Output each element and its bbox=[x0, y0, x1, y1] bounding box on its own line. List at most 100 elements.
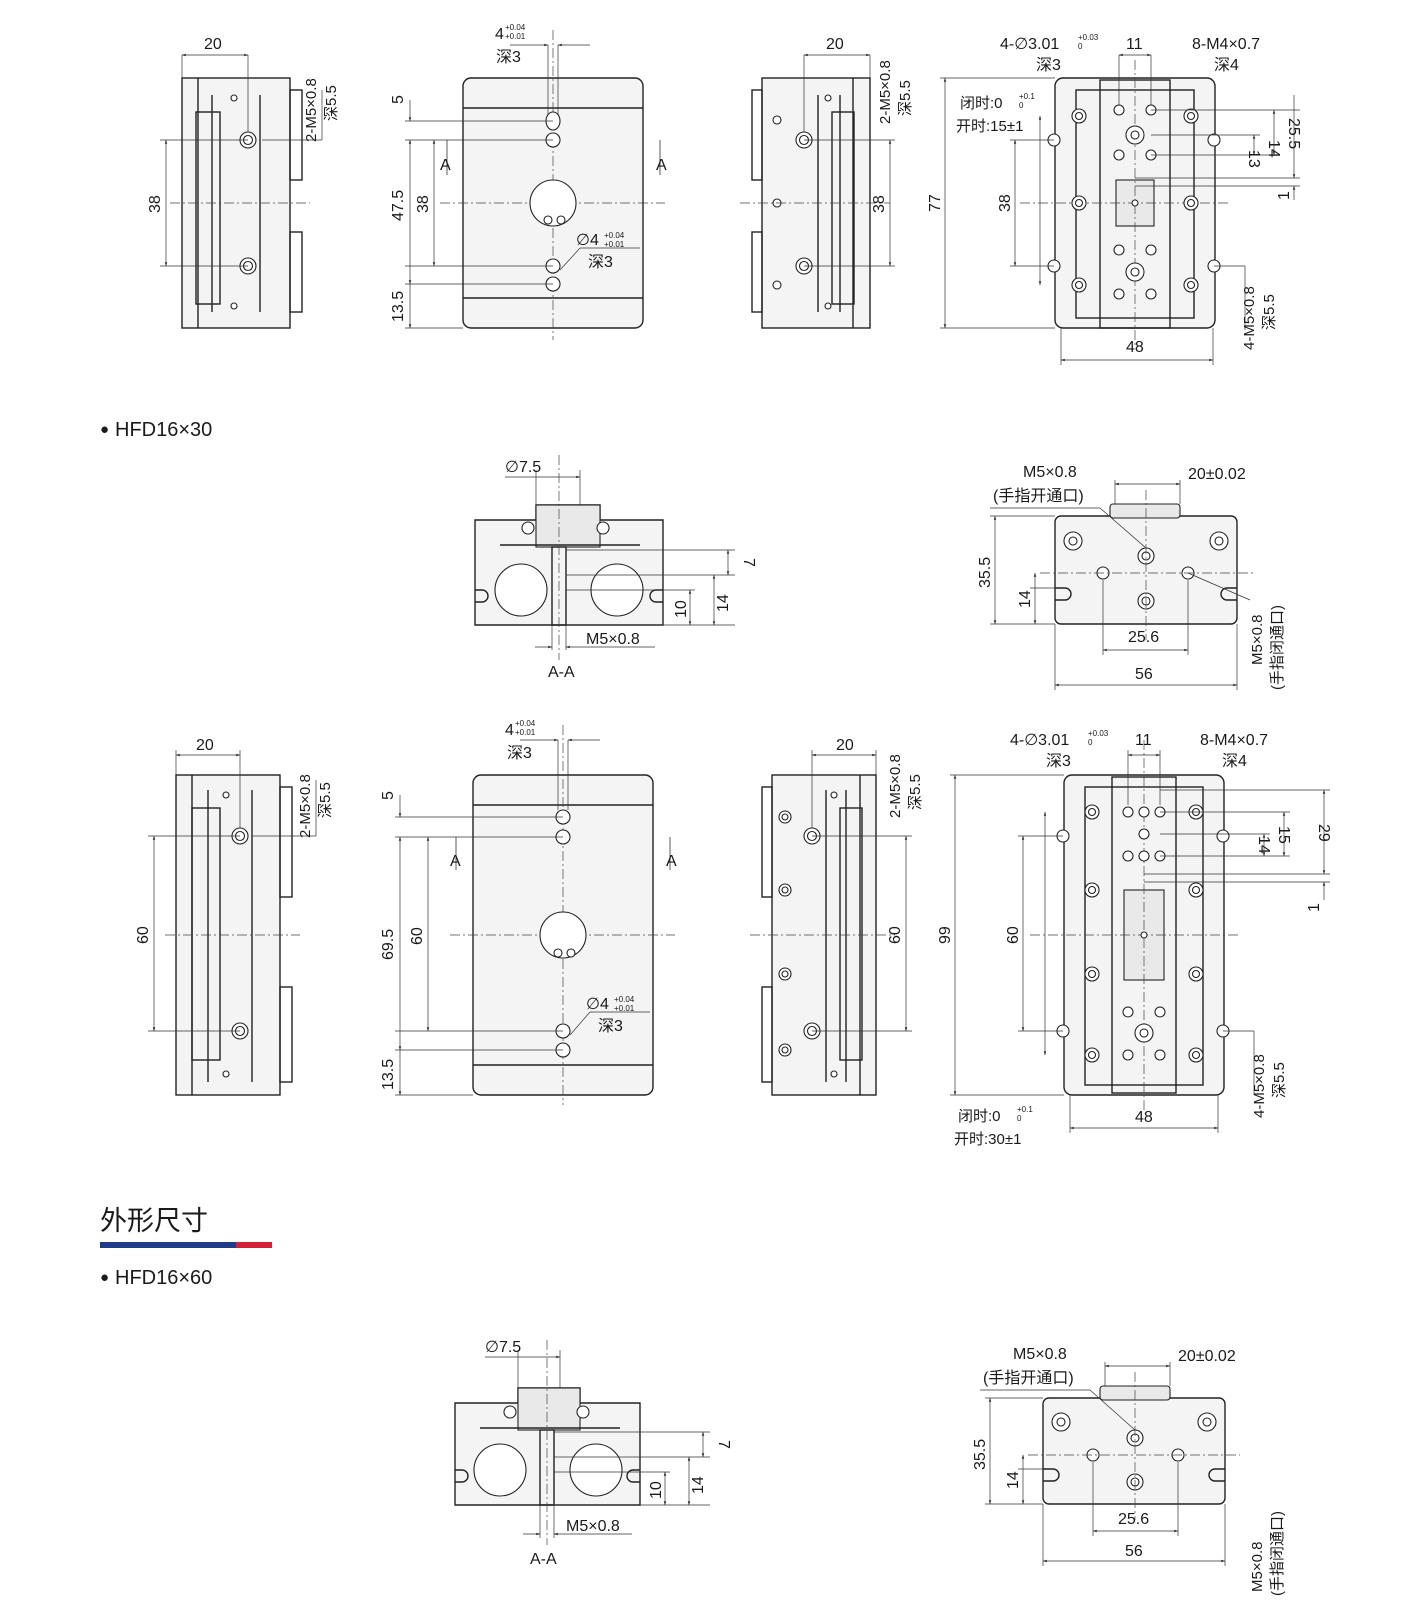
dim-phi301-tol0: 0 bbox=[1078, 42, 1083, 51]
dim-13-5: 13.5 bbox=[390, 291, 407, 322]
dim-25-6-60: 25.6 bbox=[1118, 1511, 1149, 1528]
dim-14-section: 14 bbox=[715, 594, 732, 612]
dim-depth-5-5-60: 深5.5 bbox=[317, 782, 334, 818]
dim-depth-5-5-right: 深5.5 bbox=[897, 80, 914, 116]
dim-tol-minus: +0.01 bbox=[505, 32, 526, 41]
dim-depth-3-60: 深3 bbox=[507, 744, 532, 762]
section-marker-a-right: A bbox=[656, 157, 667, 174]
hfd16x60-side-view-left bbox=[148, 750, 317, 1096]
model-bullet-16x60: ● bbox=[100, 1269, 109, 1286]
dim-35-5-60: 35.5 bbox=[972, 1439, 989, 1470]
hfd16x30-front-view bbox=[405, 30, 665, 340]
dim-phi7-5-60: ∅7.5 bbox=[485, 1339, 521, 1356]
dim-8-m4-depth: 深4 bbox=[1214, 56, 1239, 74]
dim-open-15: 开时:15±1 bbox=[956, 118, 1023, 135]
dim-14-60: 14 bbox=[1255, 836, 1272, 854]
dim-open-30: 开时:30±1 bbox=[954, 1131, 1021, 1148]
dim-phi301-depth-60: 深3 bbox=[1046, 752, 1071, 770]
dim-4-phi301: 4-∅3.01 bbox=[1000, 36, 1059, 53]
dim-13-5-60: 13.5 bbox=[380, 1059, 397, 1090]
dim-2-m5-callout: 2-M5×0.8 bbox=[303, 78, 320, 142]
dim-47-5: 47.5 bbox=[390, 190, 407, 221]
dim-phi301-tol: +0.03 bbox=[1078, 33, 1099, 42]
dim-4-m5-depth: 深5.5 bbox=[1261, 294, 1278, 330]
dim-phi301-depth: 深3 bbox=[1036, 56, 1061, 74]
dim-closed-label-60: 闭时:0 bbox=[958, 1108, 1001, 1125]
dim-finger-close-label-60: (手指闭通口) bbox=[1269, 1511, 1286, 1596]
dim-width-20: 20 bbox=[204, 36, 222, 53]
dim-8-m4-depth-60: 深4 bbox=[1222, 752, 1247, 770]
section-marker-a-left: A bbox=[440, 157, 451, 174]
dim-phi4-tol-plus: +0.04 bbox=[604, 231, 625, 240]
section-label-aa: A-A bbox=[548, 664, 575, 681]
dim-phi7-5: ∅7.5 bbox=[505, 459, 541, 476]
dim-7: 7 bbox=[740, 558, 757, 567]
dim-m5-section: M5×0.8 bbox=[586, 631, 640, 648]
dim-48: 48 bbox=[1126, 339, 1144, 356]
dim-20-tol: 20±0.02 bbox=[1188, 466, 1246, 483]
dim-closed-label: 闭时:0 bbox=[960, 95, 1003, 112]
hfd16x60-side-view-right bbox=[750, 750, 912, 1096]
dim-10-60: 10 bbox=[648, 1481, 665, 1499]
dim-phi4-tol-minus-60: +0.01 bbox=[614, 1004, 635, 1013]
dim-finger-close-label: (手指闭通口) bbox=[1269, 605, 1286, 690]
heading-underline-blue bbox=[100, 1242, 236, 1248]
dim-60-left: 60 bbox=[135, 926, 152, 944]
dim-finger-open-label-60: (手指开通口) bbox=[983, 1369, 1074, 1387]
dim-7-60: 7 bbox=[715, 1440, 732, 1449]
dim-15: 15 bbox=[1275, 826, 1292, 844]
dim-m5-finger-open: M5×0.8 bbox=[1023, 464, 1077, 481]
dim-tol-plus: +0.04 bbox=[505, 23, 526, 32]
dim-56-60: 56 bbox=[1125, 1543, 1143, 1560]
dim-38-top: 38 bbox=[997, 194, 1014, 212]
section-marker-a-left-60: A bbox=[450, 853, 461, 870]
dim-4-phi301-60: 4-∅3.01 bbox=[1010, 732, 1069, 749]
dim-60-top: 60 bbox=[1005, 926, 1022, 944]
hfd16x30-bottom-view bbox=[990, 480, 1255, 690]
dim-closed-tol0-60: 0 bbox=[1017, 1114, 1022, 1123]
dim-48-60: 48 bbox=[1135, 1109, 1153, 1126]
dim-29: 29 bbox=[1315, 824, 1332, 842]
dim-depth-5-5-right-60: 深5.5 bbox=[907, 774, 924, 810]
dim-phi301-tol-60: +0.03 bbox=[1088, 729, 1109, 738]
dim-finger-open-label: (手指开通口) bbox=[993, 487, 1084, 505]
dim-m5-finger-close-60: M5×0.8 bbox=[1249, 1542, 1266, 1592]
dim-56: 56 bbox=[1135, 666, 1153, 683]
dim-11-60: 11 bbox=[1135, 732, 1152, 749]
dim-25-6: 25.6 bbox=[1128, 629, 1159, 646]
section-heading: 外形尺寸 bbox=[100, 1206, 208, 1237]
dim-10: 10 bbox=[673, 600, 690, 618]
dim-width-20-60: 20 bbox=[196, 737, 214, 754]
dim-2-m5-right: 2-M5×0.8 bbox=[877, 60, 894, 124]
dim-25-5: 25.5 bbox=[1285, 118, 1302, 149]
dim-20-tol-60: 20±0.02 bbox=[1178, 1348, 1236, 1365]
model-bullet-16x30: ● bbox=[100, 421, 109, 438]
dim-14-bottom: 14 bbox=[1017, 590, 1034, 608]
dim-2-m5-right-60: 2-M5×0.8 bbox=[887, 754, 904, 818]
dim-phi4-tol-minus: +0.01 bbox=[604, 240, 625, 249]
dim-11: 11 bbox=[1126, 36, 1143, 53]
dim-14: 14 bbox=[1265, 140, 1282, 158]
dim-closed-tol: +0.1 bbox=[1019, 92, 1035, 101]
dim-depth-3: 深3 bbox=[496, 48, 521, 66]
dim-4-m5-depth-60: 深5.5 bbox=[1271, 1062, 1288, 1098]
dim-60-front: 60 bbox=[409, 927, 426, 945]
dim-2-m5-60: 2-M5×0.8 bbox=[297, 774, 314, 838]
hfd16x60-section-aa bbox=[454, 1340, 710, 1545]
dim-pin-4-60: 4 bbox=[505, 722, 514, 739]
hfd16x60-top-view bbox=[950, 740, 1330, 1133]
hfd16x60-front-view bbox=[395, 725, 675, 1105]
dim-tol-plus-60: +0.04 bbox=[515, 719, 536, 728]
dim-width-20-right-60: 20 bbox=[836, 737, 854, 754]
dim-m5-section-60: M5×0.8 bbox=[566, 1518, 620, 1535]
dim-phi4-tol-plus-60: +0.04 bbox=[614, 995, 635, 1004]
dim-60-right: 60 bbox=[887, 926, 904, 944]
dim-closed-tol-60: +0.1 bbox=[1017, 1105, 1033, 1114]
dim-phi4-depth-60: 深3 bbox=[598, 1017, 623, 1035]
dim-1: 1 bbox=[1276, 191, 1293, 200]
dim-closed-tol0: 0 bbox=[1019, 101, 1024, 110]
dim-phi301-tol0-60: 0 bbox=[1088, 738, 1093, 747]
dim-14-section-60: 14 bbox=[690, 1476, 707, 1494]
heading-underline-red bbox=[236, 1242, 272, 1248]
